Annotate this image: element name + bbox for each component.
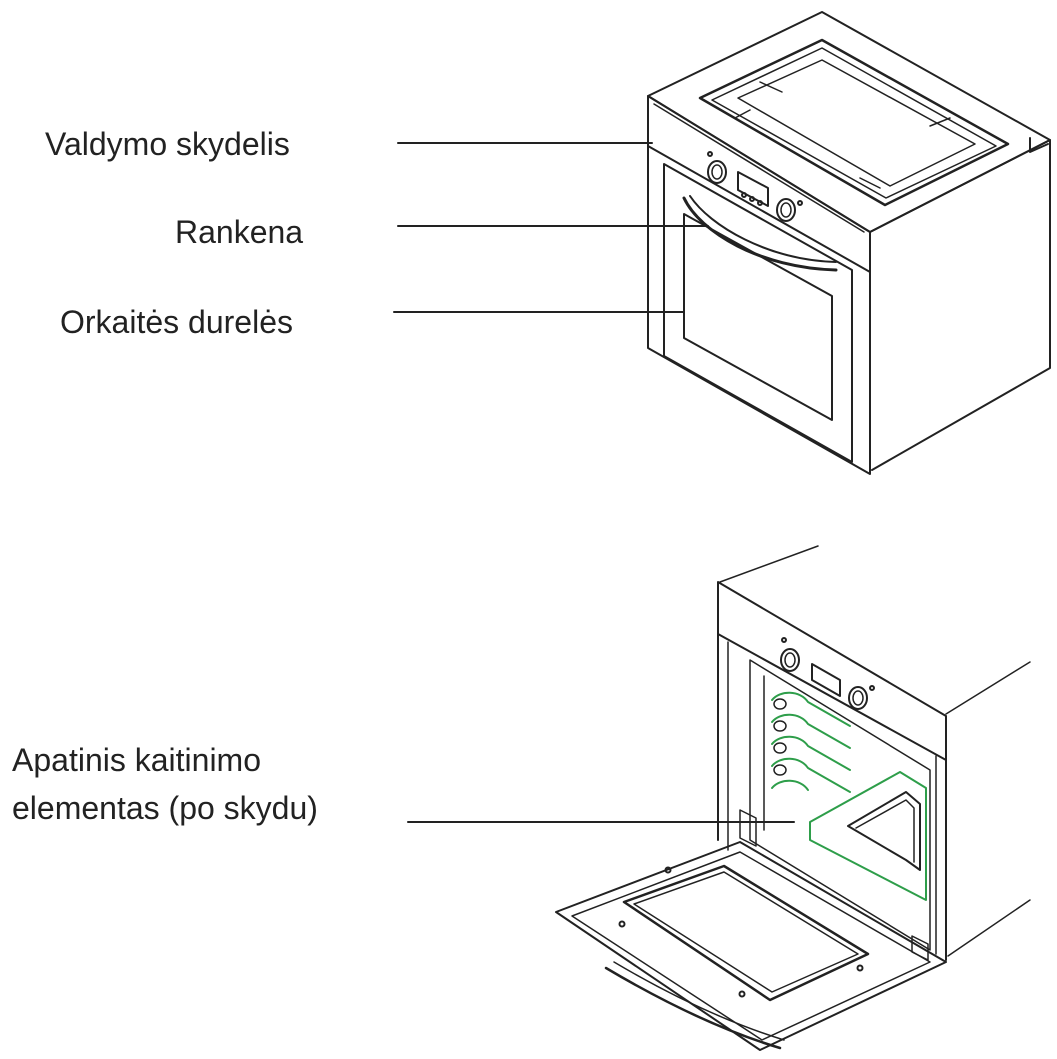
oven-door xyxy=(663,163,853,463)
open-door xyxy=(555,841,947,1051)
label-bottom-heater-line1: Apatinis kaitinimo xyxy=(12,742,261,778)
right-knob xyxy=(776,198,796,222)
display xyxy=(737,171,769,207)
oven-cavity xyxy=(749,659,931,951)
rack-rails xyxy=(771,691,851,793)
oven-top-surface xyxy=(647,11,1051,233)
left-knob xyxy=(707,160,727,184)
leader-lines xyxy=(393,142,795,823)
label-handle: Rankena xyxy=(175,214,304,250)
oven-front-frame xyxy=(647,95,871,475)
control-panel xyxy=(647,145,871,273)
label-bottom-heater-line2: elementas (po skydu) xyxy=(12,790,318,826)
oven-right-side xyxy=(869,139,1051,471)
door-handle xyxy=(682,196,838,272)
bottom-panel xyxy=(809,771,927,901)
closed-oven xyxy=(647,11,1051,475)
open-oven xyxy=(555,545,1031,1051)
open-oven-control-panel xyxy=(717,581,947,761)
open-door-handle xyxy=(604,966,782,1050)
label-oven-door: Orkaitės durelės xyxy=(60,304,293,340)
label-control-panel: Valdymo skydelis xyxy=(45,126,290,162)
